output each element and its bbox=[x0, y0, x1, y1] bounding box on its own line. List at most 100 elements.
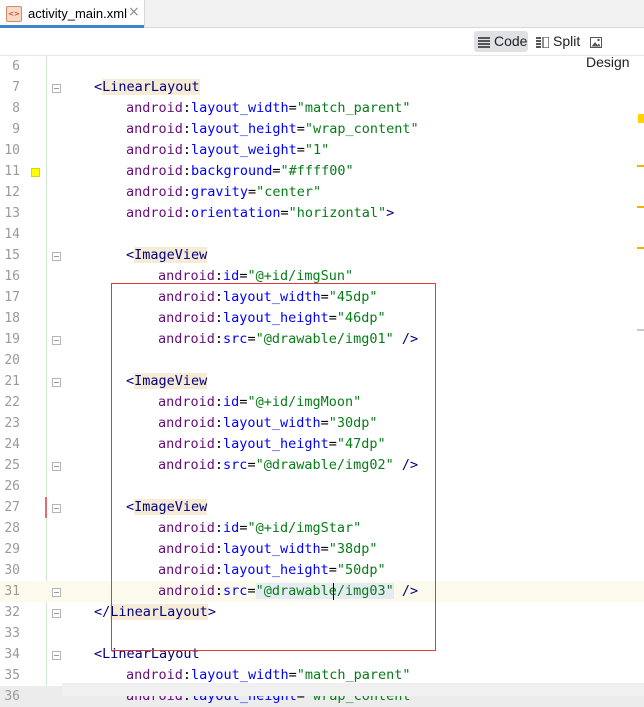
fold-icon[interactable] bbox=[52, 504, 61, 513]
code-line[interactable]: 18 android:layout_height="46dp" bbox=[0, 308, 644, 329]
fold-icon[interactable] bbox=[52, 609, 61, 618]
code-line[interactable]: 26 bbox=[0, 476, 644, 497]
line-number: 9 bbox=[12, 122, 20, 137]
tab-activity-main-xml[interactable]: <> activity_main.xml × bbox=[0, 0, 145, 28]
scroll-marker bbox=[637, 329, 644, 331]
code-text: android:layout_height="50dp" bbox=[158, 562, 386, 578]
fold-icon[interactable] bbox=[52, 462, 61, 471]
code-text: android:layout_width="30dp" bbox=[158, 415, 378, 431]
code-text: android:src="@drawable/img03" /> bbox=[158, 583, 419, 599]
line-number: 10 bbox=[4, 143, 20, 158]
fold-icon[interactable] bbox=[52, 84, 61, 93]
split-view-button[interactable]: Split bbox=[532, 31, 584, 52]
selected-text: "@drawable bbox=[255, 583, 337, 599]
code-view-label: Code bbox=[494, 33, 528, 49]
view-mode-toolbar: Code Split Design bbox=[0, 28, 644, 70]
code-text: <ImageView bbox=[126, 247, 208, 263]
code-text: <ImageView bbox=[126, 373, 208, 389]
xml-file-icon: <> bbox=[6, 6, 22, 22]
line-number: 15 bbox=[4, 248, 20, 263]
text-cursor bbox=[333, 583, 334, 600]
fold-icon[interactable] bbox=[52, 378, 61, 387]
line-number: 14 bbox=[4, 227, 20, 242]
horizontal-scrollbar[interactable] bbox=[62, 683, 644, 696]
code-text: android:layout_height="wrap_content" bbox=[126, 121, 419, 137]
code-line[interactable]: 33 bbox=[0, 623, 644, 644]
line-number: 28 bbox=[4, 521, 20, 536]
line-number: 21 bbox=[4, 374, 20, 389]
split-view-icon bbox=[536, 36, 549, 48]
code-text: android:gravity="center" bbox=[126, 184, 322, 200]
line-number: 8 bbox=[12, 101, 20, 116]
tab-label: activity_main.xml bbox=[28, 6, 127, 21]
line-number: 18 bbox=[4, 311, 20, 326]
line-number: 17 bbox=[4, 290, 20, 305]
code-text: </LinearLayout> bbox=[94, 604, 216, 620]
line-number: 6 bbox=[12, 59, 20, 74]
change-marker bbox=[45, 497, 47, 518]
code-line[interactable]: 6 bbox=[0, 56, 644, 77]
gutter-change-marker bbox=[46, 56, 47, 696]
code-line[interactable]: 14 bbox=[0, 224, 644, 245]
code-line[interactable]: 8 android:layout_width="match_parent" bbox=[0, 98, 644, 119]
code-line[interactable]: 12 android:gravity="center" bbox=[0, 182, 644, 203]
code-text: android:src="@drawable/img02" /> bbox=[158, 457, 419, 473]
line-number: 33 bbox=[4, 626, 20, 641]
scroll-marker bbox=[637, 247, 644, 249]
code-text: android:layout_height="47dp" bbox=[158, 436, 386, 452]
color-swatch-icon bbox=[31, 168, 40, 177]
design-view-label: Design bbox=[586, 54, 630, 70]
split-view-label: Split bbox=[553, 33, 581, 49]
code-line[interactable]: 15 <ImageView bbox=[0, 245, 644, 266]
line-number: 22 bbox=[4, 395, 20, 410]
code-text: <ImageView bbox=[126, 499, 208, 515]
code-lines-icon bbox=[478, 36, 490, 48]
code-line[interactable]: 27 <ImageView bbox=[0, 497, 644, 518]
close-icon[interactable]: × bbox=[128, 4, 140, 20]
code-editor[interactable]: 6 7 <LinearLayout 8 android:layout_width="ma… bbox=[0, 56, 644, 707]
editor-tab-bar: <> activity_main.xml × bbox=[0, 0, 644, 28]
line-number: 24 bbox=[4, 437, 20, 452]
fold-icon[interactable] bbox=[52, 588, 61, 597]
scroll-marker bbox=[637, 206, 644, 208]
code-text: android:id="@+id/imgMoon" bbox=[158, 394, 362, 410]
code-line[interactable]: 7 <LinearLayout bbox=[0, 77, 644, 98]
code-line[interactable]: 9 android:layout_height="wrap_content" bbox=[0, 119, 644, 140]
line-number: 27 bbox=[4, 500, 20, 515]
design-view-button[interactable]: Design bbox=[586, 31, 644, 70]
code-line[interactable]: 28 android:id="@+id/imgStar" bbox=[0, 518, 644, 539]
code-view-button[interactable]: Code bbox=[474, 31, 528, 52]
code-line[interactable]: 32</LinearLayout> bbox=[0, 602, 644, 623]
code-line[interactable]: 24 android:layout_height="47dp" bbox=[0, 434, 644, 455]
line-number: 30 bbox=[4, 563, 20, 578]
code-text: android:id="@+id/imgStar" bbox=[158, 520, 362, 536]
line-number: 7 bbox=[12, 80, 20, 95]
code-line[interactable]: 20 bbox=[0, 350, 644, 371]
line-number: 11 bbox=[4, 164, 20, 179]
code-text: android:src="@drawable/img01" /> bbox=[158, 331, 419, 347]
code-text: android:layout_width="38dp" bbox=[158, 541, 378, 557]
line-number: 34 bbox=[4, 647, 20, 662]
code-text: android:layout_width="match_parent" bbox=[126, 100, 411, 116]
fold-icon[interactable] bbox=[52, 651, 61, 660]
fold-icon[interactable] bbox=[52, 252, 61, 261]
code-line[interactable]: 30 android:layout_height="50dp" bbox=[0, 560, 644, 581]
code-line[interactable]: 22 android:id="@+id/imgMoon" bbox=[0, 392, 644, 413]
line-number: 12 bbox=[4, 185, 20, 200]
code-text: android:layout_height="46dp" bbox=[158, 310, 386, 326]
active-tab-indicator bbox=[0, 25, 144, 28]
code-line[interactable]: 21 <ImageView bbox=[0, 371, 644, 392]
fold-icon[interactable] bbox=[52, 336, 61, 345]
code-text: <LinearLayout bbox=[94, 79, 200, 95]
